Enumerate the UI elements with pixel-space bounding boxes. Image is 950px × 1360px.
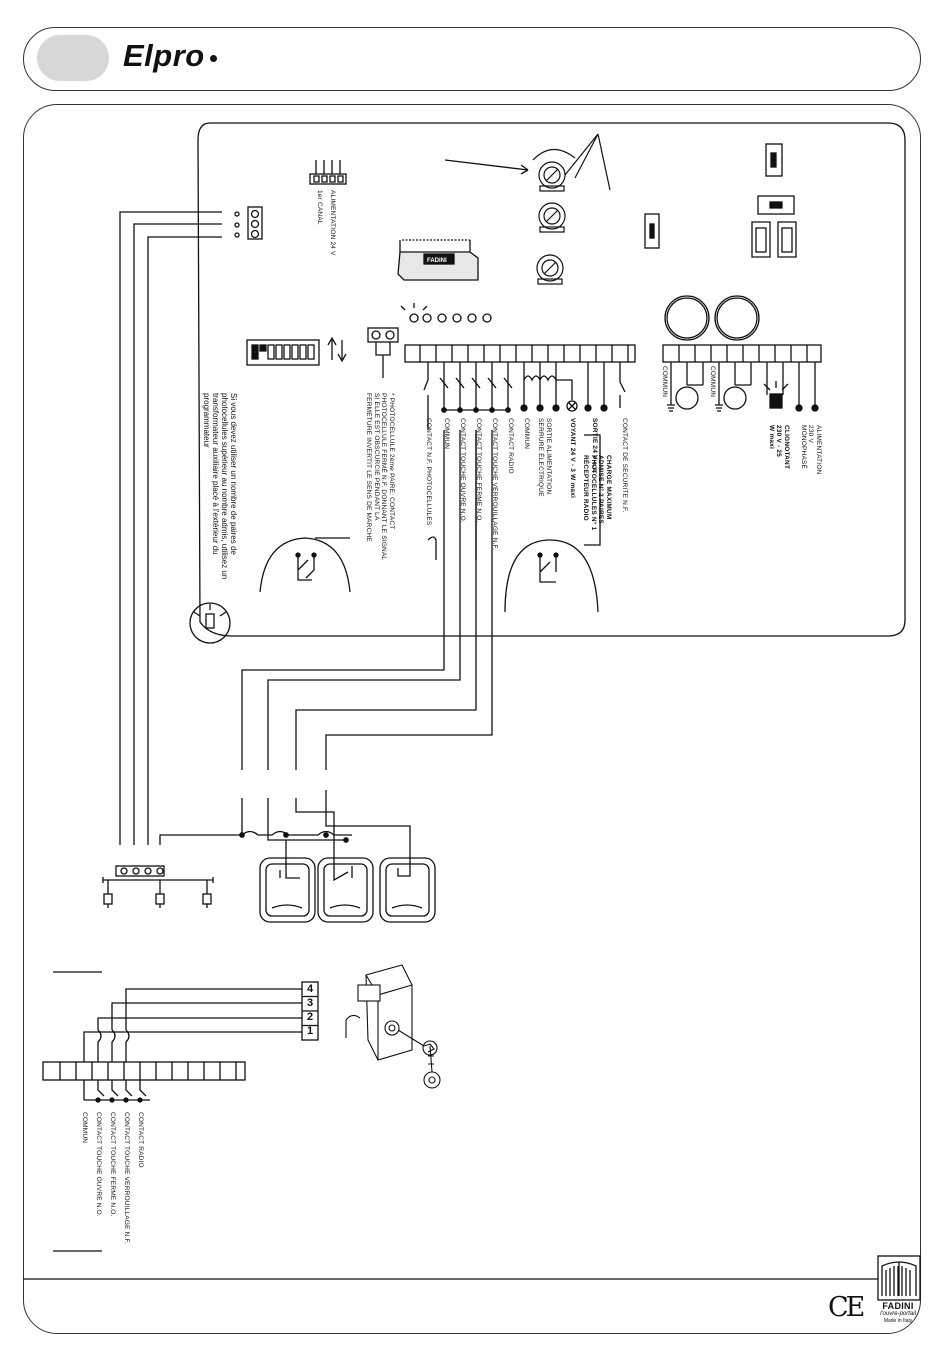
bottom-label-lock: CONTACT TOUCHE VERROUILLAGE N.F. <box>123 1112 130 1244</box>
radio-receiver-strip <box>102 865 214 908</box>
bottom-label-close: CONTACT TOUCHE FERME N.O. <box>109 1112 116 1217</box>
right-terminal-strip <box>662 295 822 412</box>
charge-bracket <box>584 434 601 546</box>
led-row <box>400 303 492 323</box>
header-frame <box>23 27 921 91</box>
photocell-note: Si vous devez utiliser un nombre de pair… <box>202 393 238 580</box>
label-mains-power: ALIMENTATION 230 V MONOPHASÉ <box>800 425 822 475</box>
terminal-number-1: 1 <box>306 1025 314 1037</box>
header-pill-decoration <box>37 35 109 81</box>
label-common-2: COMMUN <box>523 418 530 450</box>
relay-right <box>504 539 599 613</box>
key-switch-illustration <box>345 964 441 1089</box>
power-connector <box>309 160 347 185</box>
indicator-lamp <box>189 602 231 644</box>
fadini-logo-word: FADINI <box>882 1301 914 1311</box>
bottom-label-open: CONTACT TOUCHE OUVRE N.O. <box>95 1112 102 1217</box>
label-right-common-1: COMMUN <box>661 366 668 398</box>
main-terminal-strip <box>404 344 636 430</box>
channel-label: 1er CANAL <box>316 190 323 225</box>
bottom-terminal-strip <box>42 1061 246 1103</box>
wire-common <box>241 430 445 770</box>
chip-label: FADINI <box>427 258 447 264</box>
power-label: ALIMENTATION 24 V <box>329 190 336 256</box>
radio-wire-3 <box>147 236 222 845</box>
label-flasher: CLIGNOTANT 230 V - 25 W maxi <box>768 425 790 470</box>
dip-switch <box>246 336 347 366</box>
label-common-1: COMMUN <box>443 418 450 450</box>
fuse-block <box>751 143 797 258</box>
chip-module <box>397 239 479 281</box>
radio-connector <box>234 206 263 240</box>
label-max-charge: CHARGE MAXIMUM ADMISE N° 2 PAIRES PHOTOC… <box>582 455 613 531</box>
brand-dot <box>210 55 217 62</box>
bottom-label-common: COMMUN <box>81 1112 88 1144</box>
bottom-label-radio: CONTACT RADIO <box>137 1112 144 1168</box>
label-lock-contact: CONTACT TOUCHE VERROUILLAGE N.F. <box>491 418 498 550</box>
wire-lock <box>325 560 493 770</box>
pushbutton-close <box>317 850 374 923</box>
label-close-contact: CONTACT TOUCHE FERME N.O. <box>475 418 482 523</box>
terminal-number-3: 3 <box>306 997 314 1009</box>
label-lamp: VOYANT 24 V - 3 W maxi <box>569 418 576 499</box>
radio-wire-2 <box>133 223 222 845</box>
control-board-outline <box>197 122 906 637</box>
pushbutton-lock <box>379 857 436 923</box>
photocell-pair-note: * PHOTOCELLULE 2ème PAIRE: CONTACT PHOTO… <box>365 393 396 561</box>
fadini-made-in: Made in Italy <box>883 1318 913 1324</box>
radio-wire-1 <box>119 211 222 845</box>
label-right-common-2: COMMUN <box>709 366 716 398</box>
trimmer-group <box>532 133 611 285</box>
fadini-logo-tagline: l'ouvre-portail <box>880 1311 916 1317</box>
photocell-pair-connector <box>367 327 399 343</box>
label-photocell-contact: CONTACT N.F. PHOTOCELLULES <box>425 418 432 526</box>
fadini-logo-mark <box>877 1255 921 1301</box>
relay-left <box>259 537 351 593</box>
fadini-logo: FADINI l'ouvre-portail Made in Italy <box>874 1301 922 1324</box>
ce-mark: CE <box>828 1292 865 1323</box>
terminal-number-2: 2 <box>306 1011 314 1023</box>
label-open-contact: CONTACT TOUCHE OUVRE N.O. <box>459 418 466 523</box>
brand-title: Elpro <box>123 38 205 73</box>
key-switch-terminals <box>83 981 319 1062</box>
label-radio-contact: CONTACT RADIO <box>507 418 514 474</box>
label-safety-contact: CONTACT DE SECURITE N.F. <box>621 418 628 513</box>
jumper-switch <box>644 213 660 249</box>
terminal-number-4: 4 <box>306 983 314 995</box>
wire-close <box>295 430 477 770</box>
pushbutton-open <box>259 840 316 923</box>
label-lock-output: SORTIE ALIMENTATION SERRURE ÉLECTRIQUE <box>537 418 553 497</box>
wire-open <box>267 430 461 770</box>
diagram-frame <box>23 104 921 1334</box>
